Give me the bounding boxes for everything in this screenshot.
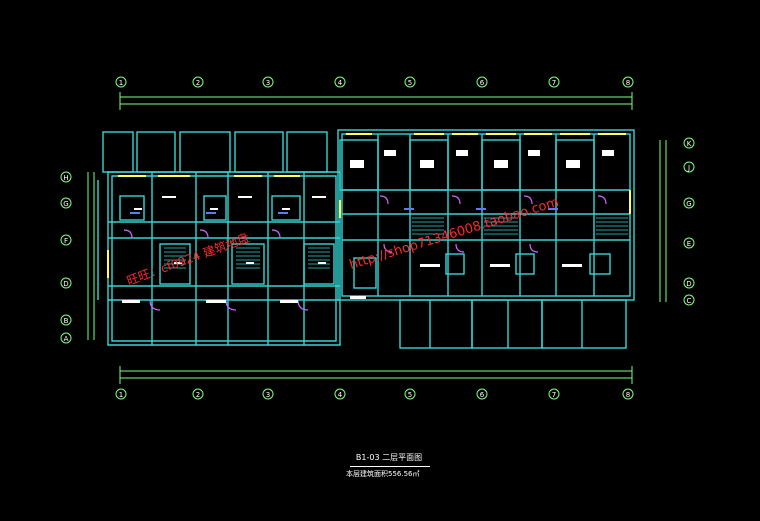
right-wing-walls — [337, 129, 635, 349]
svg-text:2: 2 — [196, 79, 200, 87]
grid-bubble-left-G: G — [60, 197, 72, 209]
svg-text:H: H — [63, 174, 68, 182]
dimension-right — [659, 140, 667, 302]
grid-bubble-bottom-7: 7 — [548, 388, 560, 400]
floor-area-note: 本层建筑面积556.56㎡ — [346, 470, 420, 478]
grid-bubble-bottom-5: 5 — [404, 388, 416, 400]
svg-text:4: 4 — [338, 391, 343, 399]
left-wing-doors — [123, 229, 309, 311]
grid-bubble-top-1: 1 — [115, 76, 127, 88]
grid-bubble-bottom-6: 6 — [476, 388, 488, 400]
svg-text:C: C — [687, 297, 692, 305]
grid-bubble-left-B: B — [60, 314, 72, 326]
grid-bubble-right-J: J — [683, 161, 695, 173]
grid-axis-bottom: 1 2 3 4 5 6 7 8 — [115, 388, 634, 400]
svg-text:5: 5 — [408, 391, 412, 399]
grid-bubble-right-G: G — [683, 197, 695, 209]
right-wing-furniture — [350, 150, 614, 299]
svg-text:D: D — [686, 280, 691, 288]
grid-bubble-top-8: 8 — [622, 76, 634, 88]
drawing-title-block: B1-03 二层平面图 本层建筑面积556.56㎡ — [346, 453, 432, 487]
grid-bubble-left-A: A — [60, 332, 72, 344]
grid-bubble-right-K: K — [683, 137, 695, 149]
grid-bubble-left-H: H — [60, 171, 72, 183]
grid-bubble-bottom-3: 3 — [262, 388, 274, 400]
svg-text:3: 3 — [266, 79, 270, 87]
right-wing-windows — [346, 133, 631, 214]
left-wing-furniture — [122, 196, 326, 303]
dimension-bottom — [119, 366, 633, 384]
grid-bubble-bottom-4: 4 — [334, 388, 346, 400]
svg-text:G: G — [686, 200, 691, 208]
left-wing-walls — [97, 131, 341, 346]
drawing-title: B1-03 二层平面图 — [355, 453, 423, 462]
svg-text:7: 7 — [552, 79, 556, 87]
grid-bubble-top-6: 6 — [476, 76, 488, 88]
grid-bubble-top-7: 7 — [548, 76, 560, 88]
grid-bubble-top-3: 3 — [262, 76, 274, 88]
svg-text:7: 7 — [552, 391, 556, 399]
svg-text:6: 6 — [480, 79, 485, 87]
grid-bubble-left-D: D — [60, 277, 72, 289]
grid-bubble-right-C: C — [683, 294, 695, 306]
grid-bubble-right-E: E — [683, 237, 695, 249]
grid-axis-left: H G F D B A — [60, 171, 72, 344]
annotation-marks — [130, 208, 558, 214]
svg-text:3: 3 — [266, 391, 270, 399]
svg-text:G: G — [63, 200, 68, 208]
svg-text:8: 8 — [626, 79, 630, 87]
left-wing-stairs — [164, 247, 330, 269]
right-wing-stairs — [412, 217, 628, 235]
svg-text:A: A — [64, 335, 69, 343]
grid-bubble-top-4: 4 — [334, 76, 346, 88]
svg-text:1: 1 — [119, 391, 123, 399]
grid-bubble-bottom-8: 8 — [622, 388, 634, 400]
grid-axis-top: 1 2 3 4 5 6 7 8 — [115, 76, 634, 88]
svg-text:8: 8 — [626, 391, 630, 399]
svg-text:5: 5 — [408, 79, 412, 87]
grid-bubble-right-D: D — [683, 277, 695, 289]
grid-bubble-bottom-1: 1 — [115, 388, 127, 400]
dimension-left — [87, 172, 95, 340]
svg-text:1: 1 — [119, 79, 123, 87]
grid-bubble-bottom-2: 2 — [192, 388, 204, 400]
svg-text:2: 2 — [196, 391, 200, 399]
grid-bubble-left-F: F — [60, 234, 72, 246]
grid-bubble-top-5: 5 — [404, 76, 416, 88]
right-wing-doors — [379, 195, 607, 253]
svg-text:K: K — [687, 140, 692, 148]
svg-text:B: B — [64, 317, 69, 325]
dimension-top — [119, 92, 633, 110]
grid-axis-right: K J G E D C — [683, 137, 695, 306]
svg-text:E: E — [687, 240, 691, 248]
svg-text:4: 4 — [338, 79, 343, 87]
grid-bubble-top-2: 2 — [192, 76, 204, 88]
svg-text:J: J — [687, 164, 690, 172]
svg-text:6: 6 — [480, 391, 485, 399]
title-underline — [350, 466, 430, 467]
left-wing-windows — [107, 175, 341, 278]
svg-text:F: F — [64, 237, 68, 245]
svg-text:D: D — [63, 280, 68, 288]
